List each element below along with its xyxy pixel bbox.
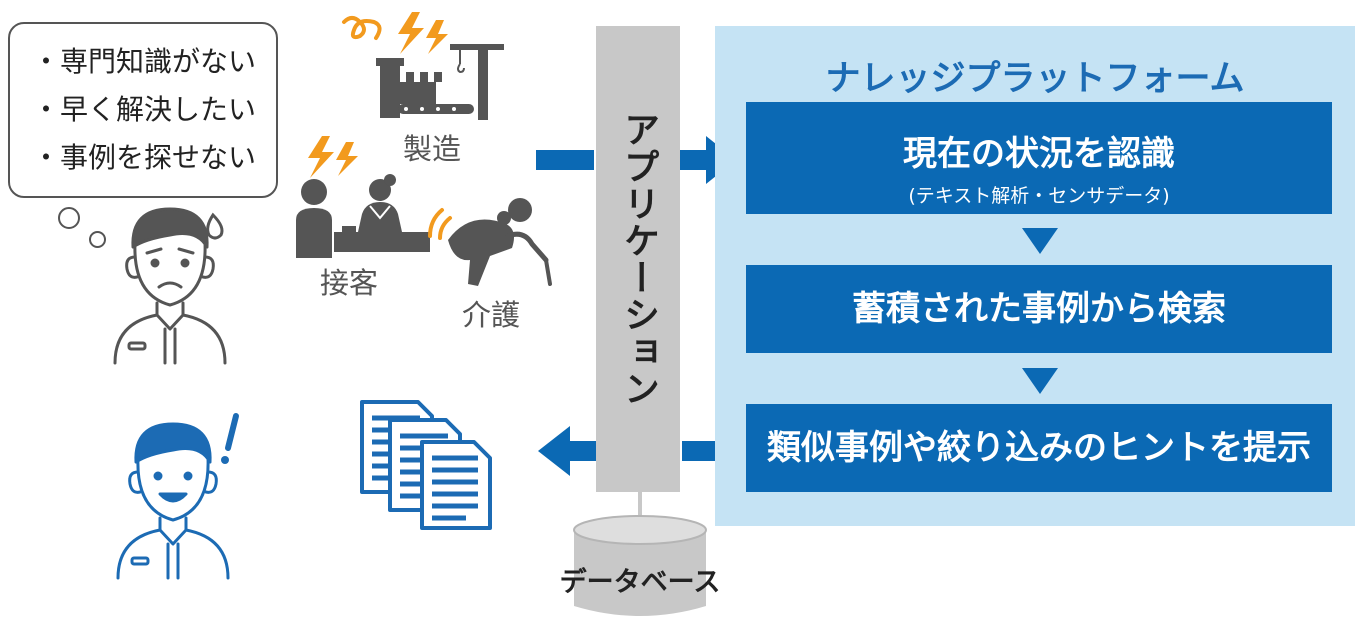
step-recognize-label: 現在の状況を認識 — [903, 134, 1175, 174]
step-suggest: 類似事例や絞り込みのヒントを提示 — [746, 404, 1332, 492]
database-icon — [573, 492, 707, 616]
application-title: アプリケーション — [618, 111, 659, 407]
database-label: データベース — [559, 567, 721, 598]
step-recognize-sublabel: (テキスト解析・センサデータ) — [908, 185, 1170, 207]
application-pillar — [596, 26, 680, 492]
documents-icon — [360, 400, 492, 530]
thought-dot-small — [58, 207, 80, 229]
elderly-care-icon — [428, 198, 552, 286]
category-label-manufacturing: 製造 — [403, 132, 462, 166]
happy-person-icon — [116, 413, 239, 580]
down-arrow-1-icon — [1022, 228, 1058, 254]
step-recognize: 現在の状況を認識 (テキスト解析・センサデータ) — [746, 102, 1332, 214]
step-search-label: 蓄積された事例から検索 — [852, 289, 1226, 329]
down-arrow-2-icon — [1022, 368, 1058, 394]
platform-title: ナレッジプラットフォーム — [825, 59, 1245, 99]
thought-dot-tiny — [89, 231, 106, 248]
speech-bubble: ・専門知識がない ・早く解決したい ・事例を探せない — [8, 22, 278, 198]
worried-person-icon — [113, 207, 227, 365]
category-label-nursing: 介護 — [462, 298, 521, 332]
reception-icon — [296, 136, 430, 258]
category-label-customer-service: 接客 — [320, 266, 379, 300]
step-suggest-label: 類似事例や絞り込みのヒントを提示 — [767, 428, 1311, 468]
bubble-line-2: ・早く解決したい — [32, 93, 257, 126]
arrow-left-to-user — [538, 426, 722, 476]
bubble-line-3: ・事例を探せない — [32, 141, 257, 174]
factory-icon — [342, 12, 504, 120]
step-search: 蓄積された事例から検索 — [746, 265, 1332, 353]
bubble-line-1: ・専門知識がない — [32, 45, 257, 78]
